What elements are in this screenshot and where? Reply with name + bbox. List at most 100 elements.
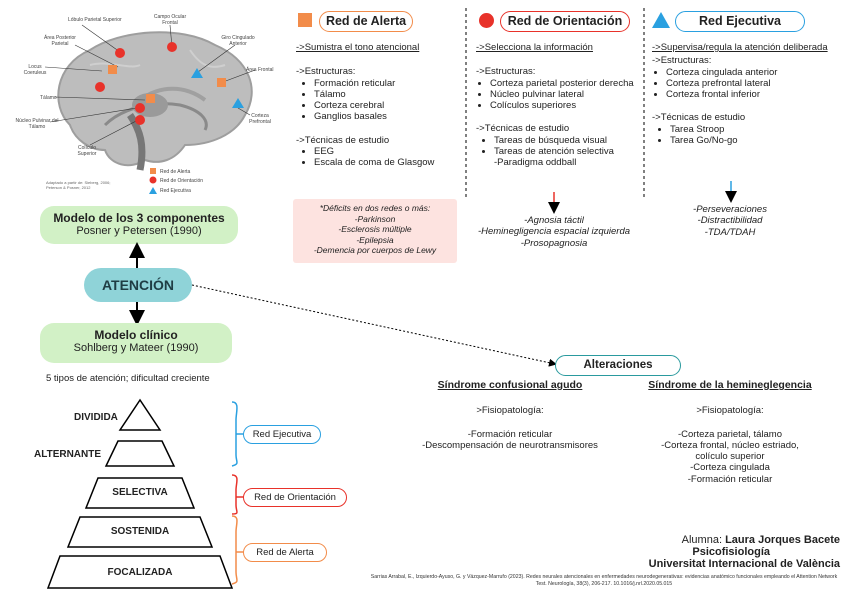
legend-ejecutiva-swatch	[149, 187, 157, 194]
list-item: -Esclerosis múltiple	[338, 224, 412, 234]
clinico-title: Modelo clínico	[94, 328, 178, 342]
sindrome-confusional: Síndrome confusional agudo >Fisiopatolog…	[410, 379, 610, 451]
list-item: Corteza frontal inferior	[666, 89, 832, 100]
clinico-sub: Sohlberg y Mateer (1990)	[73, 342, 199, 354]
alerta-tec-list: EEG Escala de coma de Glasgow	[296, 146, 461, 169]
figure-caption: Adaptado a partir de: Sieberg, 2006; Pet…	[46, 180, 111, 190]
alerta-est-head: ->Estructuras:	[296, 66, 356, 78]
label-selectiva: SELECTIVA	[112, 487, 168, 498]
orientacion-marker	[95, 82, 105, 92]
ejecutiva-func: ->Supervisa/regula la atención deliberad…	[652, 42, 828, 53]
orientacion-marker	[115, 48, 125, 58]
reference: Sarrias Arrabal, E., Izquierdo-Ayuso, G.…	[370, 574, 838, 587]
list-item: Formación reticular	[314, 78, 461, 89]
atencion-box: ATENCIÓN	[84, 268, 192, 302]
label-focalizada: FOCALIZADA	[107, 567, 173, 578]
s1-fis: >Fisiopatología:	[476, 405, 544, 417]
side-ejecutiva: Red Ejecutiva	[243, 425, 321, 444]
alerta-marker	[108, 65, 117, 74]
list-item: Colículos superiores	[490, 100, 641, 111]
author-block: Alumna: Laura Jorques Bacete Psicofisiol…	[600, 534, 840, 570]
list-item: -Formación reticular	[467, 428, 553, 440]
ejecutiva-est-head: ->Estructuras:	[652, 55, 712, 67]
list-item: -Prosopagnosia	[520, 237, 588, 249]
alerta-marker	[217, 78, 226, 87]
list-item: Corteza parietal posterior derecha	[490, 78, 641, 89]
label-coliculo: Colículo Superior	[77, 145, 97, 157]
alerta-marker	[146, 94, 155, 103]
label-cingulado: Giro Cingulado Anterior	[221, 35, 255, 47]
list-item: -Perseveraciones	[693, 204, 767, 215]
orientacion-est-list: Corteza parietal posterior derecha Núcle…	[476, 78, 641, 112]
ejecutiva-icon	[652, 12, 670, 28]
label-parietal-post: Área Posterior Parietal	[44, 35, 76, 47]
list-item: -Demencia por cuerpos de Lewy	[313, 245, 437, 255]
orientacion-marker	[167, 42, 177, 52]
legend-alerta-label: Red de Alerta	[160, 169, 191, 175]
ejecutiva-tec-list: Tarea Stroop Tarea Go/No-go	[652, 124, 832, 147]
tipos-text: 5 tipos de atención; dificultad crecient…	[46, 373, 210, 384]
label-talamo: Tálamo	[40, 95, 57, 101]
orientacion-tec-extra: -Paradigma oddball	[494, 157, 577, 169]
label-dividida: DIVIDIDA	[74, 412, 118, 423]
list-item: -Corteza parietal, tálamo	[677, 428, 783, 440]
label-sostenida: SOSTENIDA	[110, 526, 170, 537]
pyramid-tier-dividida	[118, 398, 162, 431]
list-item: Tareas de búsqueda visual	[494, 135, 641, 146]
alerta-icon	[298, 13, 312, 27]
label-area-frontal: Área Frontal	[246, 67, 274, 73]
ejecutiva-alt: -Perseveraciones -Distractibilidad -TDA/…	[660, 204, 800, 238]
legend-orientacion-label: Red de Orientación	[160, 178, 204, 184]
ejecutiva-title: Red Ejecutiva	[675, 11, 805, 32]
list-item: EEG	[314, 146, 461, 157]
list-item: -Descompensación de neurotransmisores	[422, 439, 598, 451]
list-item: -Corteza frontal, núcleo estriado, colíc…	[661, 439, 799, 463]
list-item: -Heminegligencia espacial izquierda	[477, 226, 631, 238]
brain-markers	[44, 24, 256, 194]
side-orientacion: Red de Orientación	[243, 488, 347, 507]
s1-title: Síndrome confusional agudo	[437, 379, 583, 391]
clinico-box: Modelo clínico Sohlberg y Mateer (1990)	[40, 323, 232, 363]
brain-illustration	[57, 31, 253, 171]
ejecutiva-est-list: Corteza cingulada anterior Corteza prefr…	[652, 67, 832, 101]
author-uni: Universitat Internacional de València	[648, 558, 840, 570]
legend-ejecutiva-label: Red Ejecutiva	[160, 188, 191, 194]
legend-alerta-swatch	[150, 168, 156, 174]
label-campo-ocular: Campo Ocular Frontal	[153, 14, 187, 26]
label-pulvinar: Núcleo Pulvinar del Tálamo	[15, 118, 59, 130]
label-parietal-sup: Lóbulo Parietal Superior	[68, 17, 122, 23]
alerta-section: ->Sumistra el tono atencional ->Estructu…	[296, 42, 461, 169]
side-alerta: Red de Alerta	[243, 543, 327, 562]
orientacion-tec-list: Tareas de búsqueda visual Tareas de aten…	[476, 135, 641, 158]
alerta-title: Red de Alerta	[319, 11, 413, 32]
list-item: Tarea Stroop	[670, 124, 832, 135]
orientacion-est-head: ->Estructuras:	[476, 66, 536, 78]
model-3-title: Modelo de los 3 componentes	[53, 211, 225, 225]
author-name: Laura Jorques Bacete	[725, 534, 840, 546]
author-label: Alumna:	[681, 534, 722, 546]
list-item: -Distractibilidad	[697, 215, 763, 227]
ejecutiva-tec-head: ->Técnicas de estudio	[652, 112, 746, 124]
ejecutiva-marker	[232, 98, 244, 108]
model-3-box: Modelo de los 3 componentes Posner y Pet…	[40, 206, 238, 244]
orientacion-section: ->Selecciona la información ->Estructura…	[476, 42, 641, 169]
s2-fis: >Fisiopatología:	[696, 405, 764, 417]
author-subject: Psicofisiología	[692, 546, 770, 558]
alteraciones-title: Alteraciones	[555, 355, 681, 376]
ejecutiva-section: ->Supervisa/regula la atención deliberad…	[652, 42, 832, 146]
label-alternante: ALTERNANTE	[34, 449, 102, 460]
list-item: Tarea Go/No-go	[670, 135, 832, 146]
list-item: Corteza cerebral	[314, 100, 461, 111]
orientacion-title: Red de Orientación	[500, 11, 630, 32]
s2-title: Síndrome de la hemineglegencia	[648, 379, 812, 391]
list-item: Tareas de atención selectiva	[494, 146, 641, 157]
sindrome-hemineglegencia: Síndrome de la hemineglegencia >Fisiopat…	[630, 379, 830, 485]
brain-figure: Lóbulo Parietal Superior Campo Ocular Fr…	[10, 5, 275, 200]
list-item: Escala de coma de Glasgow	[314, 157, 461, 168]
legend-orientacion-swatch	[149, 176, 157, 184]
label-corteza-pref: Corteza Prefrontal	[249, 113, 271, 125]
alerta-est-list: Formación reticular Tálamo Corteza cereb…	[296, 78, 461, 123]
list-item: -Parkinson	[354, 213, 396, 224]
orientacion-icon	[479, 13, 494, 28]
orientacion-marker	[135, 115, 145, 125]
